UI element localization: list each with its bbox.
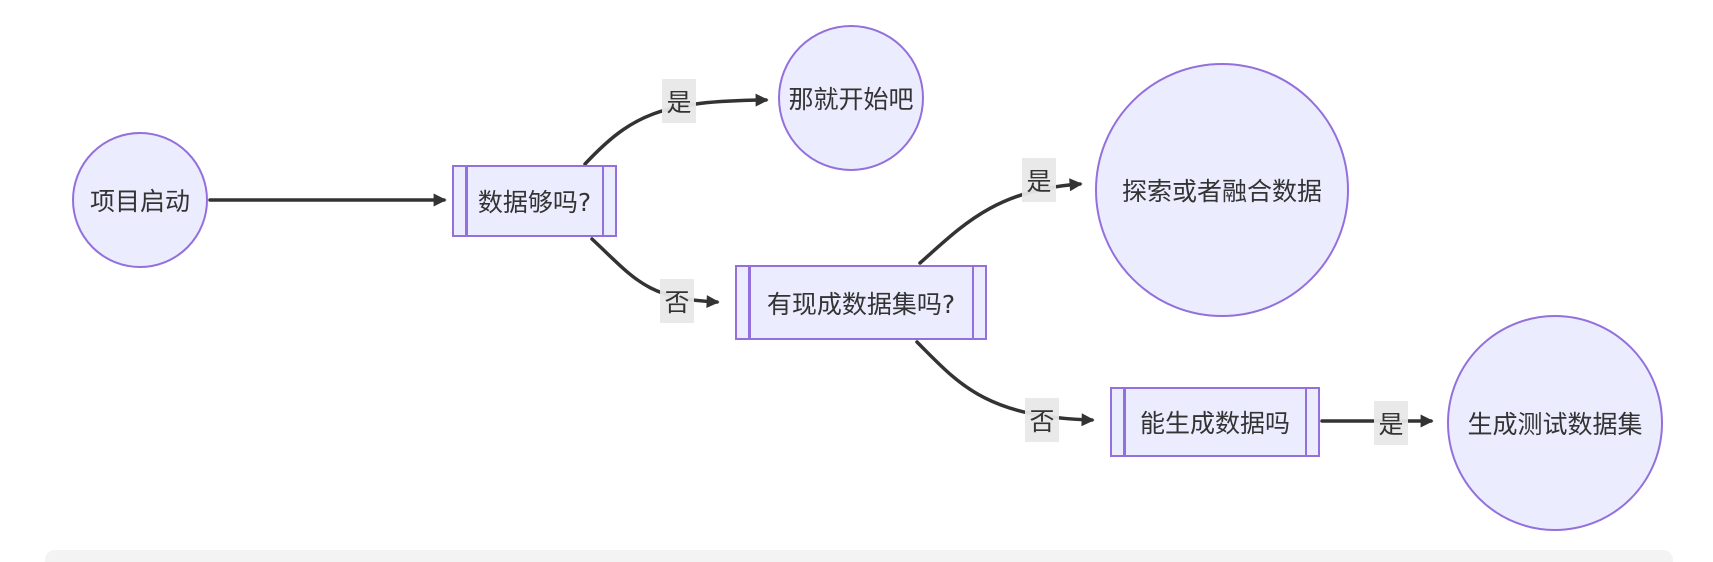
edge-data-enough-yes xyxy=(583,93,769,166)
edge-have-dataset-yes xyxy=(918,178,1083,265)
node-have-dataset: 有现成数据集吗? xyxy=(735,265,987,340)
subroutine-inner-line xyxy=(971,267,974,338)
node-then-begin-label: 那就开始吧 xyxy=(788,85,914,114)
node-explore-merge: 探索或者融合数据 xyxy=(1095,63,1349,317)
edge-have-dataset-no xyxy=(915,340,1095,427)
node-project-start-label: 项目启动 xyxy=(89,187,190,216)
node-generate-testset: 生成测试数据集 xyxy=(1447,315,1663,531)
edge-label-no-2: 否 xyxy=(1025,398,1059,442)
node-then-begin: 那就开始吧 xyxy=(778,25,924,171)
node-can-generate: 能生成数据吗 xyxy=(1110,387,1320,457)
node-generate-testset-label: 生成测试数据集 xyxy=(1467,410,1643,439)
node-have-dataset-label: 有现成数据集吗? xyxy=(766,289,956,319)
edge-label-yes-3: 是 xyxy=(1374,401,1408,445)
subroutine-inner-line xyxy=(1304,389,1307,455)
node-can-generate-label: 能生成数据吗 xyxy=(1139,409,1290,438)
next-section-edge xyxy=(45,550,1673,562)
node-explore-merge-label: 探索或者融合数据 xyxy=(1121,177,1322,206)
subroutine-inner-line xyxy=(465,167,468,235)
edge-label-yes-2: 是 xyxy=(1022,158,1056,202)
edge-label-yes-1: 是 xyxy=(662,79,696,123)
subroutine-inner-line xyxy=(601,167,604,235)
subroutine-inner-line xyxy=(748,267,751,338)
node-data-enough-label: 数据够吗? xyxy=(477,188,592,217)
edge-label-no-1: 否 xyxy=(660,279,694,323)
node-data-enough: 数据够吗? xyxy=(452,165,617,237)
node-project-start: 项目启动 xyxy=(72,132,208,268)
edge-data-enough-no xyxy=(590,237,720,309)
subroutine-inner-line xyxy=(1123,389,1126,455)
